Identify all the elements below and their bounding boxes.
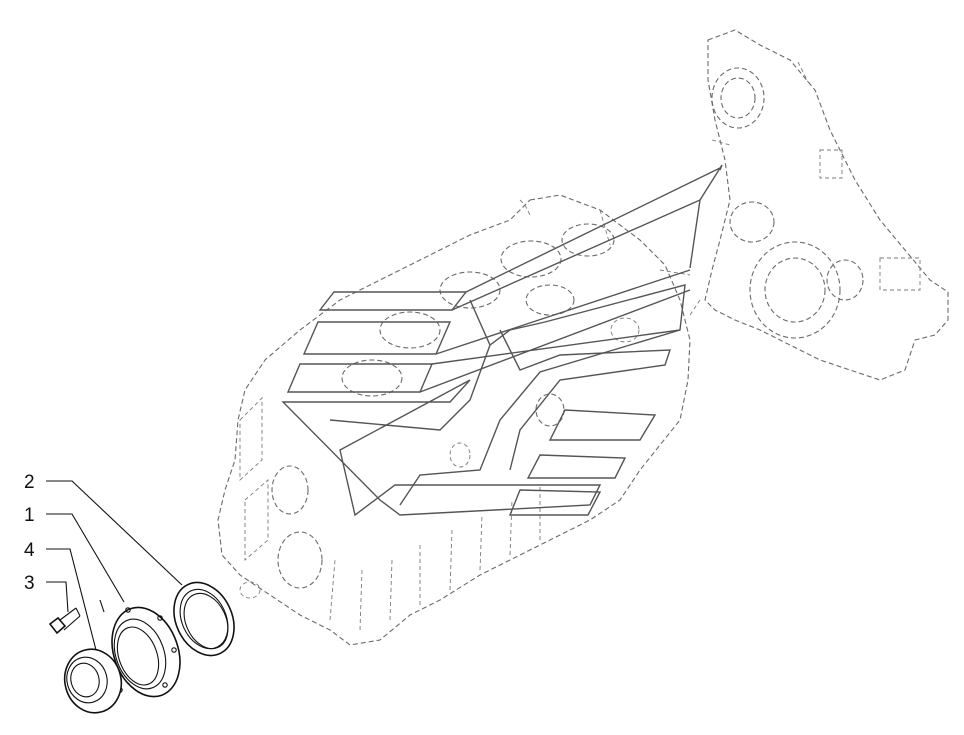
callout-1: 1 xyxy=(24,505,35,526)
callout-4: 4 xyxy=(24,540,35,561)
callout-2: 2 xyxy=(24,472,35,493)
gasket-outlines xyxy=(281,164,723,517)
part-2-seal-ring xyxy=(173,581,235,657)
part-1-flanged-cover xyxy=(99,599,181,698)
callout-3: 3 xyxy=(24,573,35,594)
part-4-shaft-seal xyxy=(63,648,123,714)
engine-block xyxy=(217,194,691,646)
part-3-bolt xyxy=(48,607,81,635)
leader-lines xyxy=(46,480,183,651)
timing-gear-housing xyxy=(689,29,949,381)
